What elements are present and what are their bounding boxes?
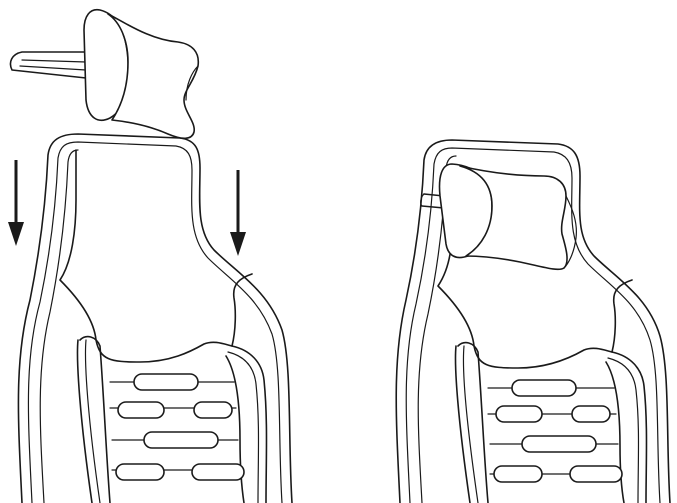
side-bolster-left-b — [464, 346, 478, 503]
chair-backrest-left — [18, 134, 292, 503]
backrest-piping-left — [40, 150, 78, 503]
side-bolster-right-c — [226, 356, 244, 503]
vent-slot — [494, 466, 542, 482]
arrow-down-right — [230, 170, 246, 256]
vent-slot — [144, 432, 218, 448]
backrest-cushion-left — [60, 150, 252, 362]
vent-slot — [522, 436, 596, 452]
vent-slot — [496, 406, 542, 422]
arrow-down-left — [8, 160, 24, 246]
vent-slot — [572, 406, 610, 422]
vent-slot — [570, 466, 622, 482]
vent-slot — [118, 402, 164, 418]
side-bolster-left-c — [458, 343, 488, 503]
headrest-pillow-installed — [421, 164, 577, 269]
panel-before-installation — [8, 10, 292, 503]
arrow-down-icon — [230, 232, 246, 256]
arrow-down-icon — [8, 222, 24, 246]
vent-slot — [116, 464, 164, 480]
vent-slot — [134, 374, 198, 390]
panel-after-installation — [396, 140, 670, 503]
vent-slot — [512, 380, 576, 396]
side-bolster-left-c — [80, 337, 110, 503]
vent-slot — [194, 402, 232, 418]
headrest-pillow-detached — [10, 10, 198, 139]
headrest-strap-inner — [20, 60, 86, 70]
side-bolster-left-b — [86, 340, 100, 503]
headrest-strap — [10, 52, 86, 78]
vent-slot — [192, 464, 244, 480]
